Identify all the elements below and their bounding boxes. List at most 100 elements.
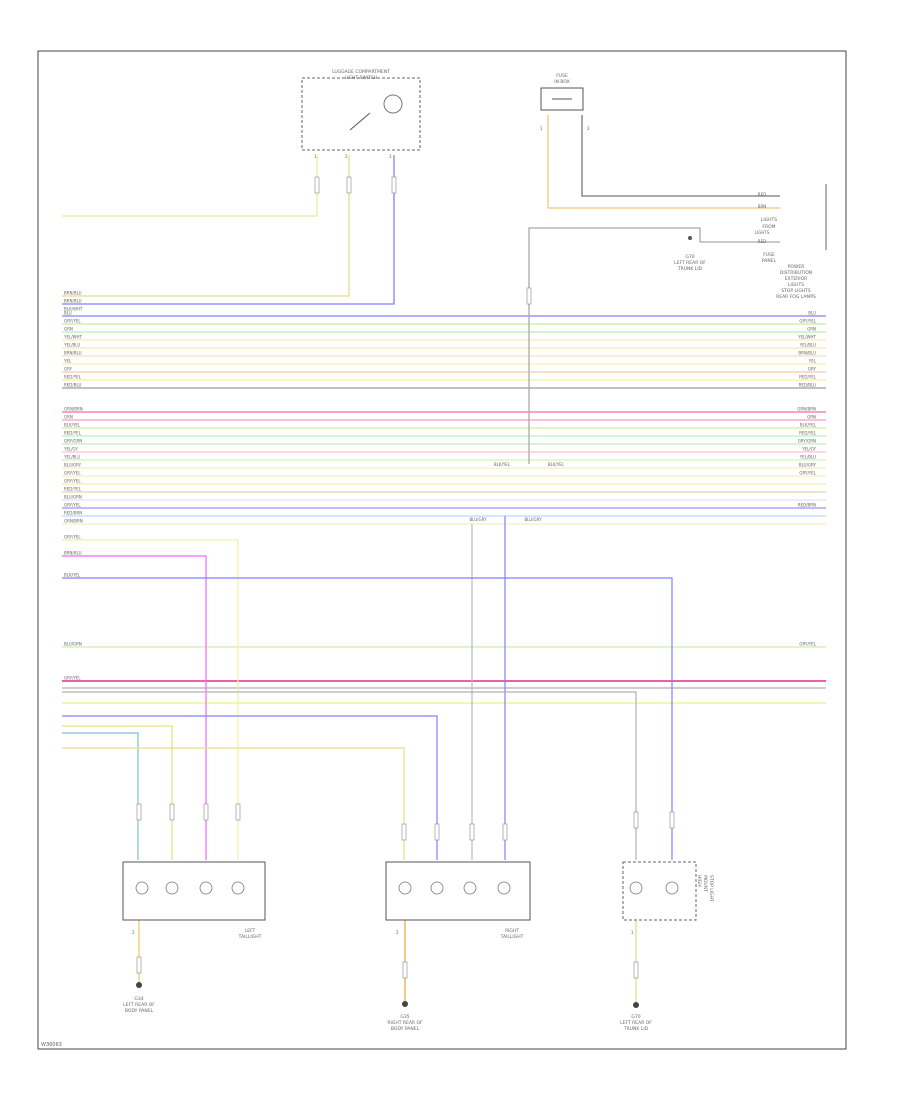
left-wire-label: GRY/YEL bbox=[64, 471, 81, 476]
right-wire-label: GRN/BRN bbox=[797, 407, 816, 412]
right-taillight-label-2: TAILLIGHT bbox=[500, 934, 524, 940]
left-wire-label: YEL/GY bbox=[63, 447, 78, 452]
connector-mark bbox=[633, 811, 639, 829]
right-wire-label: GRN bbox=[807, 415, 816, 420]
bulb-icon bbox=[135, 881, 149, 895]
ground-g35: G35 RIGHT REAR OF BODY PANEL bbox=[387, 1001, 423, 1032]
g70b-line-2: LEFT REAR OF bbox=[620, 1020, 652, 1026]
fuse-label-2: IN BOX bbox=[554, 79, 569, 85]
ground-label-3: TRUNK LID bbox=[677, 266, 703, 272]
connector-mark bbox=[502, 823, 508, 841]
g34-line-1: G34 bbox=[134, 996, 143, 1002]
left-wire-label: GRY bbox=[64, 367, 73, 372]
left-taillight-label-1: LEFT bbox=[245, 928, 256, 934]
desc-4: LIGHTS bbox=[788, 282, 804, 288]
left-taillight-ground-pin: 2 bbox=[132, 930, 135, 935]
footer-code: W36063 bbox=[41, 1042, 62, 1048]
g70b-line-1: G70 bbox=[631, 1014, 640, 1020]
connector-mark bbox=[669, 811, 675, 829]
left-wire-label: BLK/WHT bbox=[64, 307, 83, 312]
drop-3 bbox=[62, 732, 139, 860]
right-wire-label: BLK/YEL bbox=[800, 423, 817, 428]
right-wire-label: RED/YEL bbox=[799, 375, 817, 380]
connector-mark bbox=[136, 803, 142, 821]
fuse-output-labels: RED BRN LIGHTS RED bbox=[755, 192, 770, 244]
left-wire-label: GRY/YEL bbox=[64, 479, 81, 484]
connector-mark bbox=[235, 803, 241, 821]
switch-contact bbox=[349, 112, 371, 131]
left-wire-label: BLK/YEL bbox=[64, 423, 81, 428]
left-wire-label: BLU bbox=[64, 311, 72, 316]
left-wire-label: GRY/YEL bbox=[64, 503, 81, 508]
right-wire-label: YEL/BLU bbox=[799, 455, 816, 460]
right-wire-label: GRY/YEL bbox=[799, 642, 816, 647]
left-wire-label: YEL/WHT bbox=[63, 335, 83, 340]
fuse-wire-3 bbox=[528, 227, 780, 464]
ground-g34: G34 LEFT REAR OF BODY PANEL bbox=[123, 982, 155, 1014]
note-line-3: FUSE bbox=[763, 252, 775, 258]
switch-wire-1 bbox=[62, 155, 318, 217]
left-wire-label: RED/YEL bbox=[64, 431, 82, 436]
left-wire-label: GRN/BRN bbox=[64, 519, 83, 524]
splice-label-1: BLK/YEL bbox=[494, 462, 511, 467]
splice-label-3: BLU/GRY bbox=[469, 517, 487, 522]
trunk-switch-pin-1: 1 bbox=[314, 154, 317, 159]
left-wire-label: GRN bbox=[64, 415, 73, 420]
ground-label-1: G70 bbox=[685, 254, 694, 260]
left-wire-label: RED/BLU bbox=[64, 383, 82, 388]
right-taillight-box bbox=[385, 861, 531, 921]
fuse-out-3: LIGHTS bbox=[755, 230, 770, 235]
connector-mark bbox=[169, 803, 175, 821]
right-wire-label: YEL/GY bbox=[801, 447, 816, 452]
right-wire-label: GRY bbox=[808, 367, 817, 372]
connector-mark bbox=[469, 823, 475, 841]
right-wire-label: YEL bbox=[808, 359, 817, 364]
drop-1 bbox=[62, 555, 207, 860]
third-brake-label-1: HIGH bbox=[696, 875, 702, 887]
desc-3: EXTERIOR bbox=[785, 276, 808, 282]
left-wire-label: YEL/BLU bbox=[63, 455, 80, 460]
right-taillight-label-1: RIGHT bbox=[505, 928, 519, 934]
left-wire-label: GRY/YEL bbox=[64, 535, 81, 540]
right-notes: LIGHTS FROM FUSE PANEL bbox=[761, 217, 777, 264]
g35-line-1: G35 bbox=[400, 1014, 409, 1020]
trunk-switch-label-1: LUGGAGE COMPARTMENT bbox=[332, 69, 390, 75]
desc-5: STOP LIGHTS bbox=[781, 288, 811, 294]
g34-line-3: BODY PANEL bbox=[125, 1008, 154, 1014]
drop-9 bbox=[62, 577, 673, 860]
connector-mark bbox=[391, 176, 397, 194]
left-wire-label: BRN/BLU bbox=[64, 299, 82, 304]
fuse-out-1: RED bbox=[758, 192, 766, 197]
fuse-pin-1: 1 bbox=[540, 126, 543, 131]
trunk-switch: LUGGAGE COMPARTMENT LIGHT SWITCH 1 2 3 bbox=[301, 69, 421, 159]
fuse-out-2: BRN bbox=[758, 204, 767, 209]
switch-wire-3 bbox=[62, 155, 395, 305]
right-taillight: RIGHT TAILLIGHT 2 bbox=[385, 861, 531, 940]
right-wire-label: GRY/GRN bbox=[798, 439, 816, 444]
right-wire-label: BRN/BLU bbox=[798, 351, 816, 356]
fuse-box bbox=[540, 87, 584, 111]
bulb-icon bbox=[463, 881, 477, 895]
left-taillight: LEFT TAILLIGHT 2 bbox=[122, 861, 266, 940]
drop-4 bbox=[62, 725, 173, 860]
ground-label-2: LEFT REAR OF bbox=[674, 260, 706, 266]
trunk-switch-label-2: LIGHT SWITCH bbox=[345, 75, 378, 81]
g35-line-3: BODY PANEL bbox=[391, 1026, 420, 1032]
connector-mark bbox=[136, 956, 142, 974]
right-wire-label: RED/BRN bbox=[798, 503, 816, 508]
fuse-wire-1 bbox=[547, 115, 780, 209]
fuse-wire-2 bbox=[581, 115, 780, 197]
desc-6: REAR FOG LAMPS bbox=[776, 294, 816, 300]
trunk-switch-pin-2: 2 bbox=[345, 154, 348, 159]
left-wire-label: YEL/BLU bbox=[63, 343, 80, 348]
desc-1: POWER bbox=[788, 264, 805, 270]
ground-g70-top: G70 LEFT REAR OF TRUNK LID bbox=[674, 236, 706, 272]
left-wire-label: RED/BRN bbox=[64, 511, 82, 516]
drop-6 bbox=[62, 715, 438, 860]
fuse-block: FUSE IN BOX 1 2 bbox=[540, 73, 590, 131]
ground-symbol-icon bbox=[402, 1001, 408, 1007]
left-wire-label: GRY/YEL bbox=[64, 319, 81, 324]
note-line-1: LIGHTS bbox=[761, 217, 777, 223]
left-wire-label: RED/YEL bbox=[64, 487, 82, 492]
